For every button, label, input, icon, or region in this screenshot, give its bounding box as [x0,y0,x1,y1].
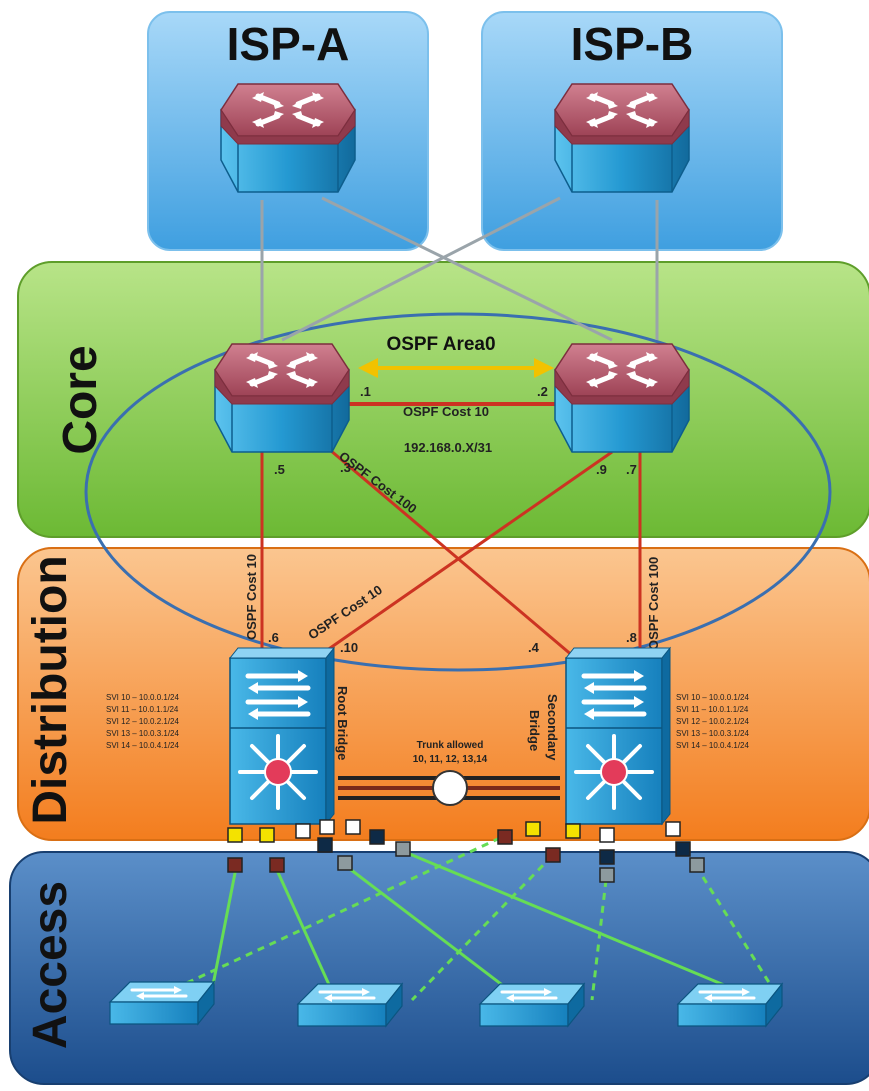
svi-left-item: SVI 13 – 10.0.3.1/24 [106,729,179,738]
port-indicator [369,829,385,845]
port-indicator [395,841,411,857]
access-layer-band [9,851,869,1085]
svi-left-item: SVI 10 – 10.0.0.1/24 [106,693,179,702]
port-indicator [599,867,615,883]
port-indicator [227,827,243,843]
ip-label-9: .9 [596,462,607,477]
access-switch-4 [676,982,784,1028]
core-subnet-label: 192.168.0.X/31 [404,440,492,455]
core-distribution-links [260,448,642,664]
isp-core-links [260,196,659,342]
port-indicator [599,849,615,865]
port-indicator [599,827,615,843]
svi-right-item: SVI 10 – 10.0.0.1/24 [676,693,749,702]
port-indicator [337,855,353,871]
port-indicator [545,847,561,863]
port-indicator [689,857,705,873]
isp-a-title: ISP-A [227,18,350,70]
access-switch-3 [478,982,586,1028]
port-indicator [497,829,513,845]
core-core-cost-label: OSPF Cost 10 [403,404,489,419]
port-indicator [295,823,311,839]
trunk-label-line1: Trunk allowed [417,740,484,751]
distribution-layer-label: Distribution [24,555,77,824]
root-bridge-label: Root Bridge [335,686,350,760]
ip-label-1: .1 [360,384,371,399]
ip-label-3: .3 [340,460,351,475]
access-links-dashed [149,836,782,1002]
ip-label-10: .10 [340,640,358,655]
port-indicator [665,821,681,837]
port-indicator [565,823,581,839]
ip-label-6: .6 [268,630,279,645]
access-switch-1 [108,980,216,1026]
svi-left-item: SVI 12 – 10.0.2.1/24 [106,717,179,726]
distribution-switch-left [230,648,334,824]
trunk-link [338,770,560,806]
core-layer-label: Core [54,345,107,454]
svi-left-item: SVI 14 – 10.0.4.1/24 [106,741,179,750]
ip-label-7: .7 [626,462,637,477]
ip-label-2: .2 [537,384,548,399]
secondary-bridge-label-2: Bridge [527,710,542,751]
core-layer-band [17,261,869,538]
svi-right-item: SVI 14 – 10.0.4.1/24 [676,741,749,750]
ospf-area0-label: OSPF Area0 [386,334,495,355]
port-indicator [227,857,243,873]
ospf-area0-arrow [358,358,554,378]
svi-right-item: SVI 13 – 10.0.3.1/24 [676,729,749,738]
port-indicator [345,819,361,835]
ip-label-4: .4 [528,640,540,655]
port-indicator [317,837,333,853]
port-indicator [259,827,275,843]
ospf-area0-ellipse [84,312,832,672]
distribution-switch-right [566,648,670,824]
port-indicator [269,857,285,873]
core-router-left [215,344,349,452]
access-switch-2 [296,982,404,1028]
secondary-bridge-label-1: Secondary [545,694,560,761]
isp-b-title: ISP-B [571,18,694,70]
core-router-right [555,344,689,452]
svi-list-left: SVI 10 – 10.0.0.1/24 SVI 11 – 10.0.1.1/2… [106,693,179,750]
svi-left-item: SVI 11 – 10.0.1.1/24 [106,705,179,714]
svi-list-right: SVI 10 – 10.0.0.1/24 SVI 11 – 10.0.1.1/2… [676,693,749,750]
port-indicator [525,821,541,837]
ip-label-8: .8 [626,630,637,645]
trunk-label-line2: 10, 11, 12, 13,14 [413,754,488,765]
svi-right-item: SVI 12 – 10.0.2.1/24 [676,717,749,726]
right-down-cost-label: OSPF Cost 100 [646,557,661,650]
port-indicators [227,819,705,883]
ip-label-5: .5 [274,462,285,477]
isp-a-router [221,84,355,192]
access-links-solid [208,848,761,1002]
isp-b-router [555,84,689,192]
port-indicator [675,841,691,857]
access-layer-label: Access [24,881,77,1049]
port-indicator [319,819,335,835]
svi-right-item: SVI 11 – 10.0.1.1/24 [676,705,749,714]
left-down-cost-label: OSPF Cost 10 [244,554,259,640]
